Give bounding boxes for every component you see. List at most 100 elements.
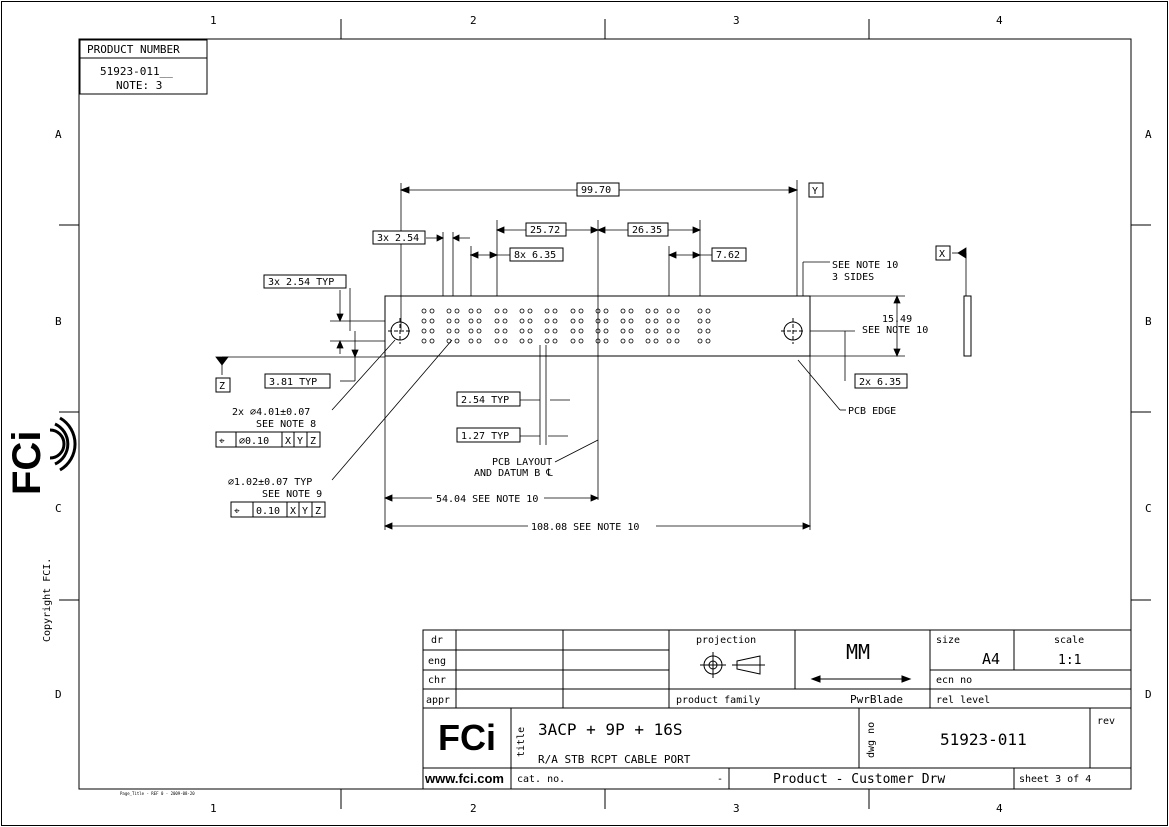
title-line-2: R/A STB RCPT CABLE PORT bbox=[538, 753, 691, 766]
family-value: PwrBlade bbox=[850, 693, 903, 706]
pin-hole bbox=[570, 338, 576, 344]
pin-hole bbox=[666, 318, 672, 324]
dwg-no-label: dwg no bbox=[866, 722, 877, 758]
pin-hole bbox=[552, 328, 558, 334]
fci-logo-text: FCi bbox=[5, 431, 49, 495]
pin-hole bbox=[697, 318, 703, 324]
pin-hole bbox=[666, 308, 672, 314]
pin-hole bbox=[544, 328, 550, 334]
dim-3x-254: 3x 2.54 bbox=[377, 233, 419, 244]
dim-25-72: 25.72 bbox=[530, 225, 560, 236]
datum-y-label: Y bbox=[812, 186, 818, 197]
pin-hole bbox=[544, 318, 550, 324]
zone-col-4: 4 bbox=[996, 14, 1003, 27]
note-see-10-b: SEE NOTE 10 bbox=[862, 325, 928, 336]
zone-col-3: 3 bbox=[733, 14, 740, 27]
pin-hole bbox=[628, 328, 634, 334]
footer-tiny-text: Page_Title - REF 0 - 2009-08-20 bbox=[120, 791, 195, 796]
datum-x-label: X bbox=[939, 249, 945, 260]
zone-col-4-bottom: 4 bbox=[996, 802, 1003, 815]
pin-hole bbox=[603, 318, 609, 324]
pin-hole bbox=[519, 328, 525, 334]
pin-hole bbox=[527, 318, 533, 324]
cat-no-label: cat. no. bbox=[517, 774, 565, 785]
pin-hole bbox=[468, 328, 474, 334]
datum-z-label: Z bbox=[219, 381, 225, 392]
zone-row-d: D bbox=[55, 688, 62, 701]
size-label: size bbox=[936, 635, 960, 646]
pin-hole bbox=[705, 318, 711, 324]
dim-2x-635: 2x 6.35 bbox=[859, 377, 901, 388]
pin-hole bbox=[628, 338, 634, 344]
fcf2-datum-c: Z bbox=[315, 506, 321, 517]
pin-hole bbox=[502, 318, 508, 324]
note-pcb-layout: PCB LAYOUT bbox=[492, 457, 552, 468]
pin-hole bbox=[620, 338, 626, 344]
pin-hole bbox=[552, 308, 558, 314]
pin-hole bbox=[705, 338, 711, 344]
zone-col-1-bottom: 1 bbox=[210, 802, 217, 815]
appr-label: appr bbox=[426, 695, 450, 706]
note-hole-1-02: ⌀1.02±0.07 TYP bbox=[228, 477, 312, 488]
pin-hole bbox=[674, 328, 680, 334]
zone-row-c-right: C bbox=[1145, 502, 1152, 515]
rel-level-label: rel level bbox=[936, 695, 990, 706]
pin-hole bbox=[603, 308, 609, 314]
position-tolerance-icon: ⌖ bbox=[234, 506, 240, 517]
pin-hole bbox=[697, 328, 703, 334]
pin-hole bbox=[429, 328, 435, 334]
eng-label: eng bbox=[428, 656, 446, 667]
size-value: A4 bbox=[982, 650, 1000, 668]
fci-side-logo: FCi Copyright FCI. bbox=[5, 416, 77, 642]
fcf1-datum-b: Y bbox=[297, 436, 303, 447]
pin-hole bbox=[674, 308, 680, 314]
pin-hole bbox=[544, 338, 550, 344]
pin-hole bbox=[494, 318, 500, 324]
product-number-box: PRODUCT NUMBER 51923-011__ NOTE: 3 bbox=[79, 39, 208, 95]
dimension-labels: 99.70 Y 25.72 26.35 3x 2.54 8x 6.35 7.62… bbox=[215, 182, 951, 533]
pin-hole bbox=[476, 328, 482, 334]
document-type: Product - Customer Drw bbox=[773, 772, 945, 787]
pin-hole bbox=[468, 308, 474, 314]
title-line-1: 3ACP + 9P + 16S bbox=[538, 720, 683, 739]
pin-hole bbox=[620, 328, 626, 334]
zone-col-3-bottom: 3 bbox=[733, 802, 740, 815]
fcf2-datum-b: Y bbox=[302, 506, 308, 517]
pin-hole bbox=[645, 308, 651, 314]
pin-hole bbox=[527, 328, 533, 334]
zone-row-a: A bbox=[55, 128, 62, 141]
signal-arcs-icon bbox=[49, 416, 77, 472]
ecn-label: ecn no bbox=[936, 675, 972, 686]
pin-hole bbox=[421, 328, 427, 334]
pin-hole bbox=[628, 318, 634, 324]
dim-381-typ: 3.81 TYP bbox=[269, 377, 317, 388]
website-link[interactable]: www.fci.com bbox=[424, 771, 504, 786]
note-see-9: SEE NOTE 9 bbox=[262, 489, 322, 500]
note-hole-4-01: 2x ⌀4.01±0.07 bbox=[232, 407, 310, 418]
zone-col-1: 1 bbox=[210, 14, 217, 27]
note-datum-b: AND DATUM B ℄ bbox=[474, 468, 553, 479]
pin-hole bbox=[570, 328, 576, 334]
dim-3x-254-typ: 3x 2.54 TYP bbox=[268, 277, 334, 288]
connector-outline bbox=[384, 295, 811, 357]
pin-hole bbox=[468, 338, 474, 344]
pin-hole bbox=[476, 318, 482, 324]
pin-hole bbox=[494, 328, 500, 334]
dim-7-62: 7.62 bbox=[716, 250, 740, 261]
pin-hole bbox=[697, 308, 703, 314]
pin-hole bbox=[468, 318, 474, 324]
pin-hole bbox=[476, 338, 482, 344]
dim-108-08: 108.08 SEE NOTE 10 bbox=[531, 522, 639, 533]
pin-grid bbox=[421, 308, 711, 344]
dwg-no-value: 51923-011 bbox=[940, 730, 1027, 749]
zone-col-2: 2 bbox=[470, 14, 477, 27]
dimension-lines bbox=[215, 180, 967, 530]
pin-hole bbox=[446, 308, 452, 314]
pin-hole bbox=[653, 338, 659, 344]
product-number-header: PRODUCT NUMBER bbox=[87, 43, 180, 56]
sheet-number: sheet 3 of 4 bbox=[1019, 774, 1091, 785]
pin-hole bbox=[578, 318, 584, 324]
fcf2-tolerance: 0.10 bbox=[256, 506, 280, 517]
scale-label: scale bbox=[1054, 635, 1084, 646]
